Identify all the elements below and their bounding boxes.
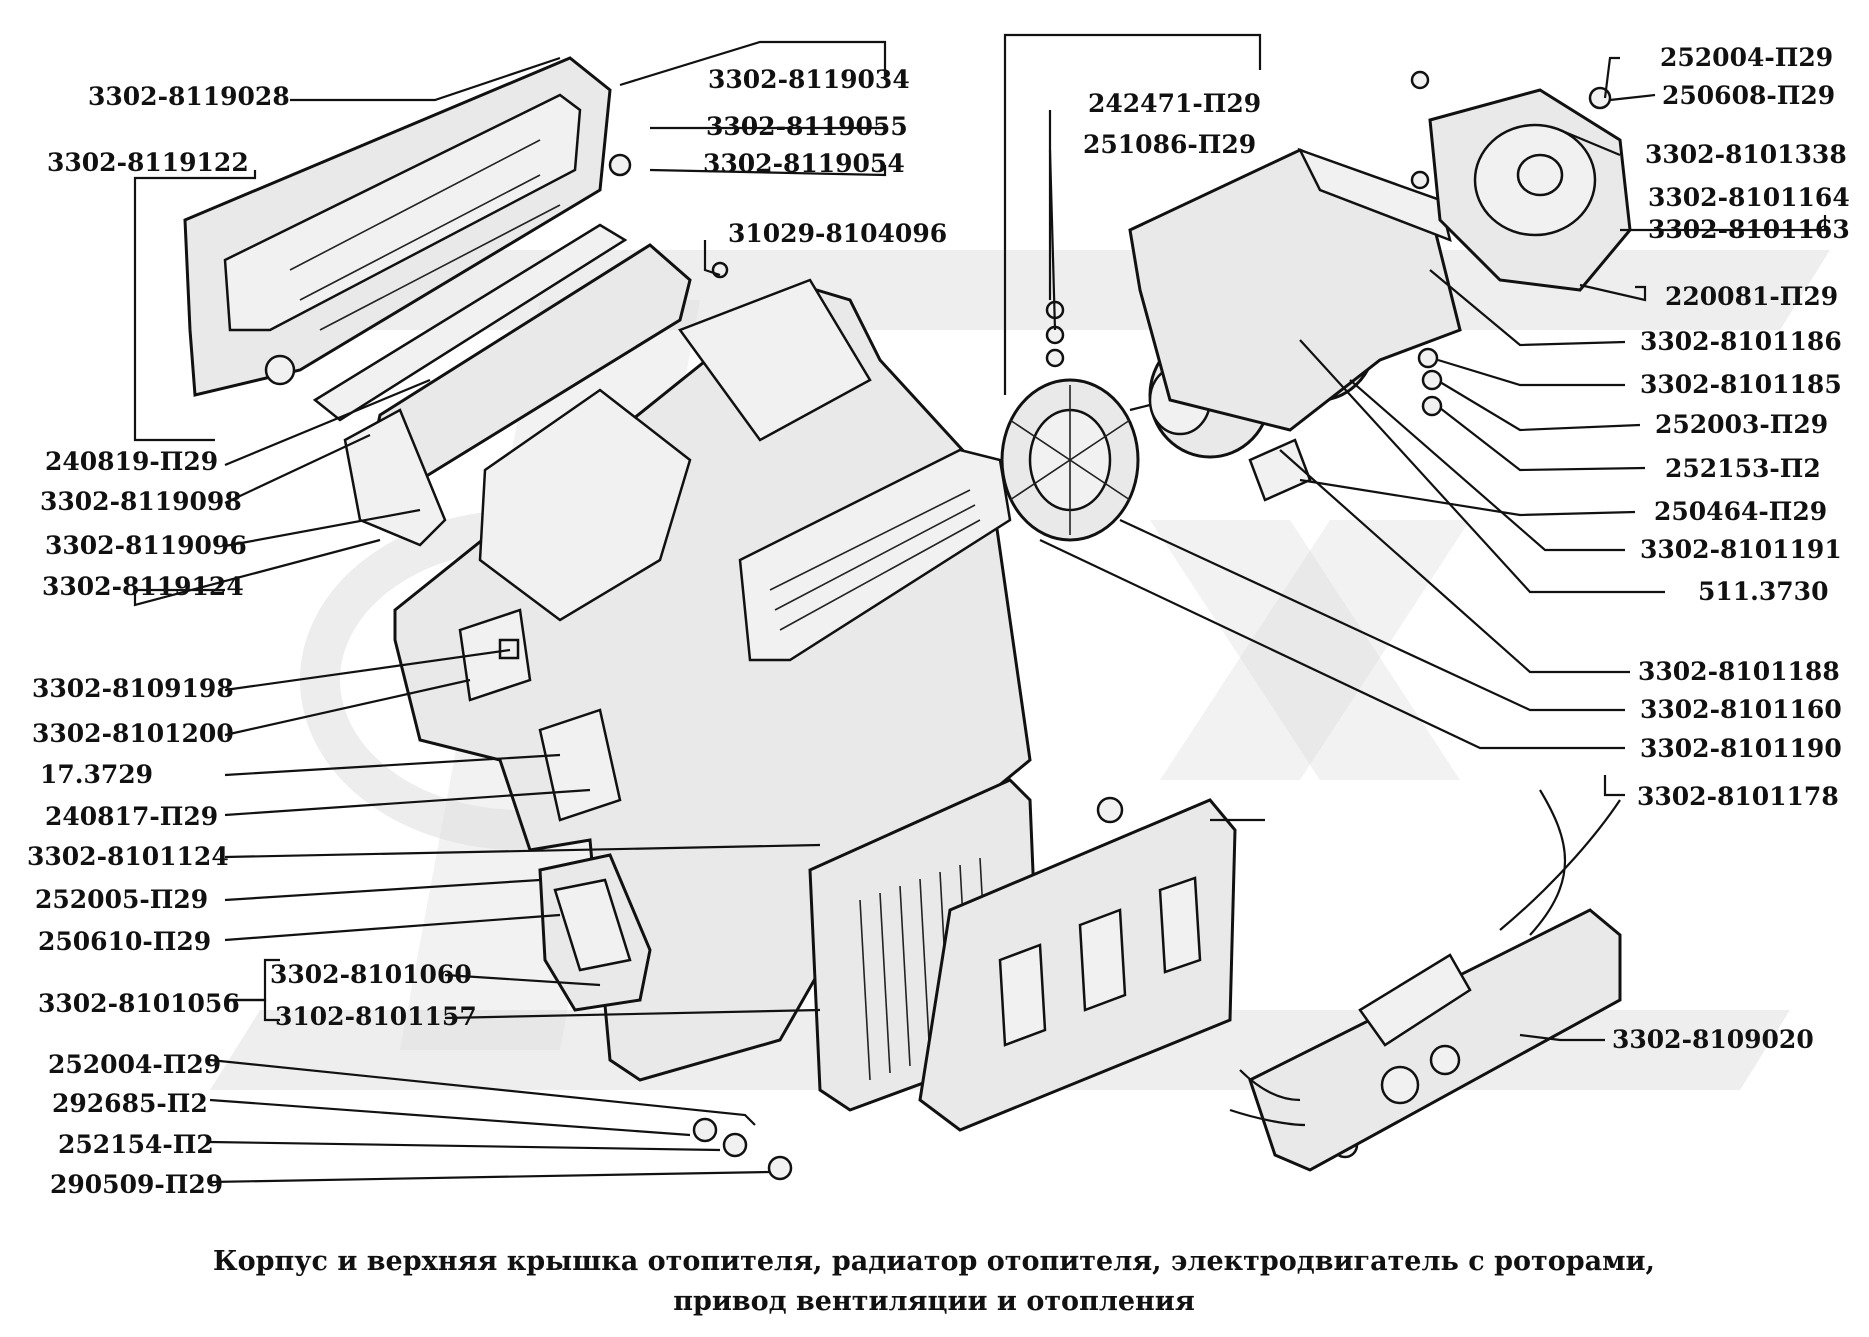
- label-3302-8101338: 3302-8101338: [1645, 140, 1847, 169]
- label-3302-8119122: 3302-8119122: [47, 148, 249, 177]
- label-250608-p29: 250608-П29: [1662, 81, 1835, 110]
- label-3302-8101056: 3302-8101056: [38, 989, 240, 1018]
- label-240819-p29: 240819-П29: [45, 447, 218, 476]
- label-240817-p29: 240817-П29: [45, 802, 218, 831]
- label-3302-8119028: 3302-8119028: [88, 82, 290, 111]
- label-3302-8101188: 3302-8101188: [1638, 657, 1840, 686]
- label-3302-8101060: 3302-8101060: [270, 960, 472, 989]
- label-17-3729: 17.3729: [40, 760, 153, 789]
- label-3302-8119055: 3302-8119055: [706, 112, 908, 141]
- air-outlet-3302-8101060: [538, 853, 652, 1012]
- label-3302-8101186: 3302-8101186: [1640, 327, 1842, 356]
- label-220081-p29: 220081-П29: [1665, 282, 1838, 311]
- label-252154-p2: 252154-П2: [58, 1130, 214, 1159]
- control-unit-3302-8109020: [1229, 789, 1622, 1172]
- label-3302-8101178: 3302-8101178: [1637, 782, 1839, 811]
- label-31029-8104096: 31029-8104096: [728, 219, 947, 248]
- label-252005-p29: 252005-П29: [35, 885, 208, 914]
- label-3302-8101200: 3302-8101200: [32, 719, 234, 748]
- leader-lines: [133, 33, 1827, 1184]
- label-3302-8119124: 3302-8119124: [42, 572, 244, 601]
- label-252004-p29-top: 252004-П29: [1660, 43, 1833, 72]
- label-3302-8101190: 3302-8101190: [1640, 734, 1842, 763]
- label-252004-p29-bottom: 252004-П29: [48, 1050, 221, 1079]
- label-252003-p29: 252003-П29: [1655, 410, 1828, 439]
- label-3102-8101157: 3102-8101157: [275, 1002, 477, 1031]
- label-3302-8101164: 3302-8101164: [1648, 183, 1850, 212]
- label-3302-8101160: 3302-8101160: [1640, 695, 1842, 724]
- label-3302-8101124: 3302-8101124: [27, 842, 229, 871]
- label-3302-8101163: 3302-8101163: [1648, 215, 1850, 244]
- label-242471-p29: 242471-П29: [1088, 89, 1261, 118]
- label-3302-8119098: 3302-8119098: [40, 487, 242, 516]
- label-250464-p29: 250464-П29: [1654, 497, 1827, 526]
- label-3302-8109020: 3302-8109020: [1612, 1025, 1814, 1054]
- label-511-3730: 511.3730: [1698, 577, 1828, 606]
- label-250610-p29: 250610-П29: [38, 927, 211, 956]
- label-3302-8119034: 3302-8119034: [708, 65, 910, 94]
- figure-caption: Корпус и верхняя крышка отопителя, радиа…: [213, 1246, 1655, 1317]
- fan-rotor-3302-8101160: [1000, 378, 1140, 542]
- caption-line-1: Корпус и верхняя крышка отопителя, радиа…: [213, 1246, 1655, 1277]
- label-3302-8101191: 3302-8101191: [1640, 535, 1842, 564]
- label-252153-p2: 252153-П2: [1665, 454, 1821, 483]
- motor-cover-3302-8101338: [1428, 88, 1632, 292]
- fan-housing-3302-8101186: [1128, 147, 1462, 432]
- damper-3302-8119096: [343, 243, 692, 547]
- small-fasteners: [608, 70, 1612, 1181]
- label-3302-8119054: 3302-8119054: [703, 149, 905, 178]
- caption-line-2: привод вентиляции и отопления: [673, 1286, 1195, 1317]
- label-292685-p2: 292685-П2: [52, 1089, 208, 1118]
- label-3302-8101185: 3302-8101185: [1640, 370, 1842, 399]
- part-labels: 3302-8119028 3302-8119122 3302-8119034 3…: [27, 43, 1850, 1199]
- upper-cover-3302-8119028: [183, 56, 612, 397]
- label-251086-p29: 251086-П29: [1083, 130, 1256, 159]
- seal-strip-3302-8119098: [312, 223, 628, 422]
- label-3302-8109198: 3302-8109198: [32, 674, 234, 703]
- label-3302-8119096: 3302-8119096: [45, 531, 247, 560]
- radiator-cover-panel: [918, 798, 1237, 1132]
- label-290509-p29: 290509-П29: [50, 1170, 223, 1199]
- switch-bracket-3302-8109198: [458, 608, 532, 702]
